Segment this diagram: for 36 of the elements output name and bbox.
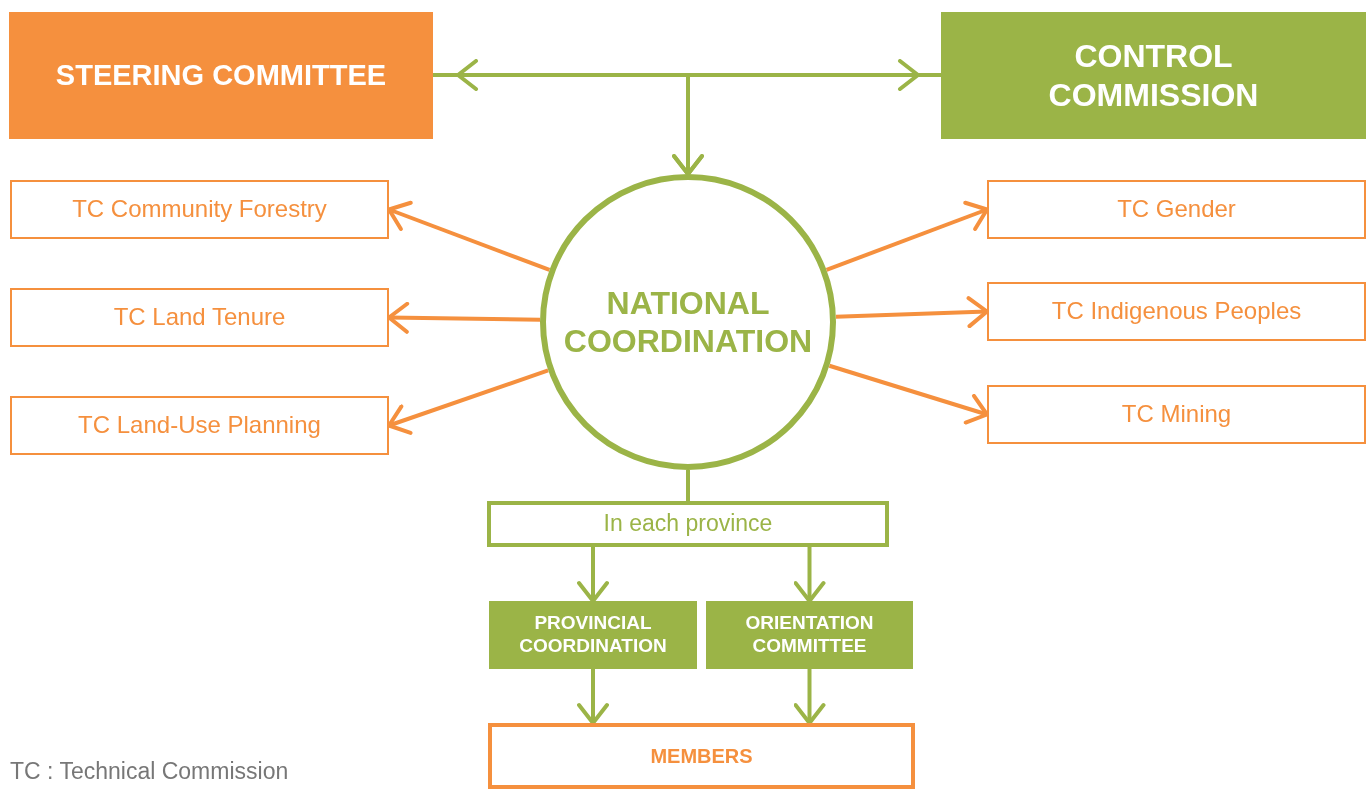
arrow	[793, 547, 826, 603]
box-label: In each province	[603, 510, 773, 538]
footnote: TC : Technical Commission	[10, 758, 289, 785]
box-label: TC Mining	[1121, 400, 1232, 429]
connector-line	[686, 470, 690, 501]
commission-box	[941, 12, 1366, 139]
box-label: TC Gender	[1117, 195, 1236, 224]
commission-box	[987, 282, 1366, 341]
box-label: TC Community Forestry	[72, 195, 327, 224]
arrow	[793, 669, 826, 725]
arrow	[672, 73, 941, 176]
commission-box	[10, 180, 389, 239]
province-box	[487, 501, 889, 547]
commission-box	[987, 385, 1366, 444]
arrow	[577, 547, 609, 603]
committee-box	[9, 12, 433, 139]
box-label: MEMBERS	[650, 744, 753, 768]
arrow	[825, 200, 989, 272]
commission-box	[10, 396, 389, 455]
coordination-box	[489, 601, 697, 669]
box-label: TC Land-Use Planning	[78, 411, 321, 440]
box-label: ORIENTATION COMMITTEE	[744, 612, 875, 658]
arrow	[456, 59, 920, 91]
members-box	[488, 723, 915, 789]
box-label: NATIONAL COORDINATION	[562, 283, 814, 361]
commission-box	[10, 288, 389, 347]
commission-box	[987, 180, 1366, 239]
arrow	[577, 669, 609, 725]
box-label: TC Indigenous Peoples	[1051, 297, 1302, 326]
box-label: CONTROL COMMISSION	[1047, 37, 1260, 114]
box-label: TC Land Tenure	[113, 303, 286, 332]
box-label: PROVINCIAL COORDINATION	[518, 612, 668, 658]
coordination-box	[706, 601, 913, 669]
box-label: STEERING COMMITTEE	[55, 58, 387, 93]
arrow	[828, 363, 989, 425]
arrow	[835, 296, 989, 329]
